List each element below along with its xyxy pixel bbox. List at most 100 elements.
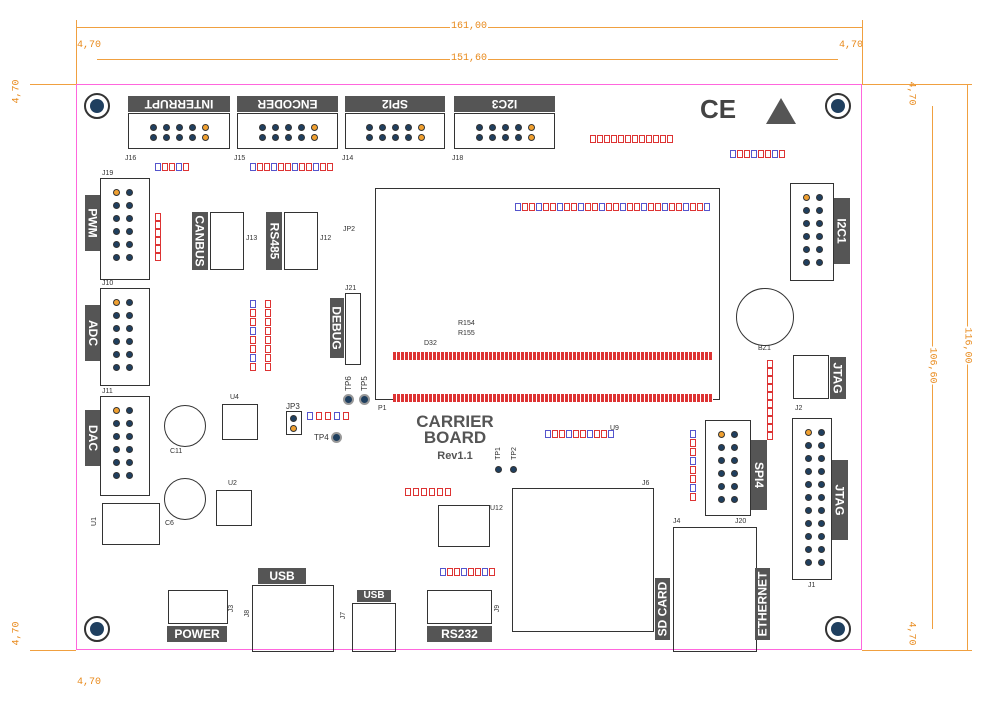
ref-j14: J14 <box>342 155 354 162</box>
connector-pin <box>297 124 305 131</box>
smd-pad <box>618 135 624 143</box>
connector-pin <box>297 134 305 141</box>
connector-pin <box>514 134 522 141</box>
connector-pin <box>113 202 120 209</box>
connector-pin <box>731 496 738 503</box>
smd-pad <box>690 466 696 474</box>
usb-connector-j7 <box>352 603 396 652</box>
dim-margin-lt: 4,70 <box>11 78 23 105</box>
connector-pin <box>126 407 133 414</box>
ref-j6: J6 <box>642 480 650 487</box>
smd-pad <box>653 135 659 143</box>
ref-j7: J7 <box>340 611 348 620</box>
connector-pin <box>805 494 812 501</box>
ref-tp1: TP1 <box>494 447 502 460</box>
smd-pad <box>545 430 551 438</box>
ref-tp5: TP5 <box>359 376 369 391</box>
ref-tp4: TP4 <box>314 433 329 442</box>
smd-pad <box>327 163 333 171</box>
smd-pad <box>334 412 340 420</box>
ref-jp2: JP2 <box>343 226 356 233</box>
smd-pad <box>767 368 773 376</box>
connector-pin <box>379 134 386 141</box>
connector-pin <box>163 124 170 131</box>
mounting-hole <box>84 616 110 642</box>
smd-pad <box>571 203 577 211</box>
label-jtag: JTAG <box>832 460 848 540</box>
ref-j18: J18 <box>452 155 464 162</box>
ref-r155: R155 <box>458 330 475 337</box>
dim-ext <box>30 650 76 651</box>
connector-pin <box>718 431 725 438</box>
smd-pad <box>667 135 673 143</box>
connector-pin <box>731 457 738 464</box>
smd-pad <box>343 412 349 420</box>
smd-pad <box>155 163 161 171</box>
dim-line-height <box>967 84 968 650</box>
dim-margin-tl: 4,70 <box>76 40 103 51</box>
smd-pad <box>751 150 757 158</box>
smd-pad <box>744 150 750 158</box>
dim-ext <box>862 20 863 84</box>
label-adc: ADC <box>85 305 101 361</box>
label-jtag-small: JTAG <box>830 357 846 399</box>
connector-pin <box>816 207 823 214</box>
connector-j21 <box>345 293 361 365</box>
smd-pad <box>552 430 558 438</box>
connector-pin <box>126 446 133 453</box>
connector-pin <box>392 134 399 141</box>
usb-connector-j8 <box>252 585 334 652</box>
connector-pin <box>818 494 825 501</box>
ref-tp6: TP6 <box>343 376 353 391</box>
connector-j12 <box>284 212 318 270</box>
connector-pin <box>284 124 292 131</box>
smd-pad <box>155 245 161 253</box>
connector-pin <box>202 124 209 131</box>
smd-pad <box>632 135 638 143</box>
label-spi2: SPI2 <box>345 96 445 112</box>
mounting-hole <box>84 93 110 119</box>
connector-pin <box>805 455 812 462</box>
ref-d32: D32 <box>424 340 437 347</box>
dim-overall-height: 116,00 <box>961 326 973 365</box>
smd-pad <box>608 430 614 438</box>
smd-pad <box>559 430 565 438</box>
smd-pad <box>155 229 161 237</box>
smd-pad <box>611 135 617 143</box>
smd-pad <box>271 163 277 171</box>
smd-pad <box>155 253 161 261</box>
ref-j13: J13 <box>246 235 258 242</box>
smd-pad <box>767 400 773 408</box>
smd-pad <box>566 430 572 438</box>
connector-pin <box>113 407 120 414</box>
ic-u2 <box>216 490 252 526</box>
ref-j3: J3 <box>228 604 236 613</box>
smd-pad <box>265 354 271 362</box>
label-spi4: SPI4 <box>751 440 767 510</box>
smd-pad <box>690 493 696 501</box>
connector-pin <box>818 481 825 488</box>
connector-pin <box>258 124 266 131</box>
label-encoder: ENCODER <box>237 96 338 112</box>
smd-pad <box>265 300 271 308</box>
smd-pad <box>257 163 263 171</box>
smd-pad <box>468 568 474 576</box>
smd-pad <box>587 430 593 438</box>
ref-j11: J11 <box>102 388 113 395</box>
connector-pin <box>366 124 373 131</box>
smd-pad <box>316 412 322 420</box>
connector-pin <box>113 254 120 261</box>
smd-pad <box>767 424 773 432</box>
smd-pad <box>529 203 535 211</box>
connector-pin <box>803 246 810 253</box>
ref-j9: J9 <box>494 604 502 613</box>
smd-pad <box>627 203 633 211</box>
ref-c6: C6 <box>165 520 174 527</box>
dim-margin-lb: 4,70 <box>11 620 23 647</box>
connector-pin <box>113 446 120 453</box>
connector-pin <box>113 351 120 358</box>
smd-pad <box>690 475 696 483</box>
label-pwm: PWM <box>85 195 101 251</box>
connector-pin <box>126 433 133 440</box>
label-usb-small: USB <box>357 590 391 602</box>
